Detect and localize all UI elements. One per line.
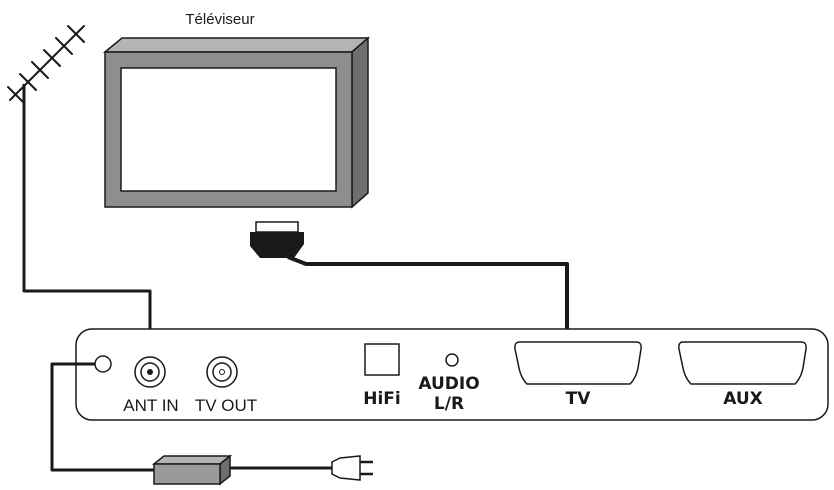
audio-lr-label: L/R <box>434 394 464 414</box>
power-input-jack <box>94 355 112 373</box>
power-cable <box>50 362 154 472</box>
tv-label: Téléviseur <box>185 11 254 28</box>
scart-cable <box>287 255 569 342</box>
hifi-label: HiFi <box>363 389 401 409</box>
scart-aux-label: AUX <box>723 389 763 409</box>
scart-tv-socket <box>514 341 642 385</box>
scart-plug-icon <box>250 221 304 258</box>
hifi-optical-connector <box>364 343 400 376</box>
ant-in-label: ANT IN <box>123 396 178 415</box>
tv-out-label: TV OUT <box>195 396 257 415</box>
scart-tv-label: TV <box>566 389 592 409</box>
audio-label: AUDIO <box>418 374 479 394</box>
audio-lr-connector <box>445 353 459 367</box>
tv-out-connector <box>206 356 238 388</box>
scart-aux-socket <box>678 341 807 385</box>
power-adapter-icon <box>151 454 233 486</box>
ant-in-connector <box>134 356 166 388</box>
television-icon <box>102 36 370 209</box>
antenna-icon <box>7 25 85 104</box>
power-plug-icon <box>331 455 373 481</box>
